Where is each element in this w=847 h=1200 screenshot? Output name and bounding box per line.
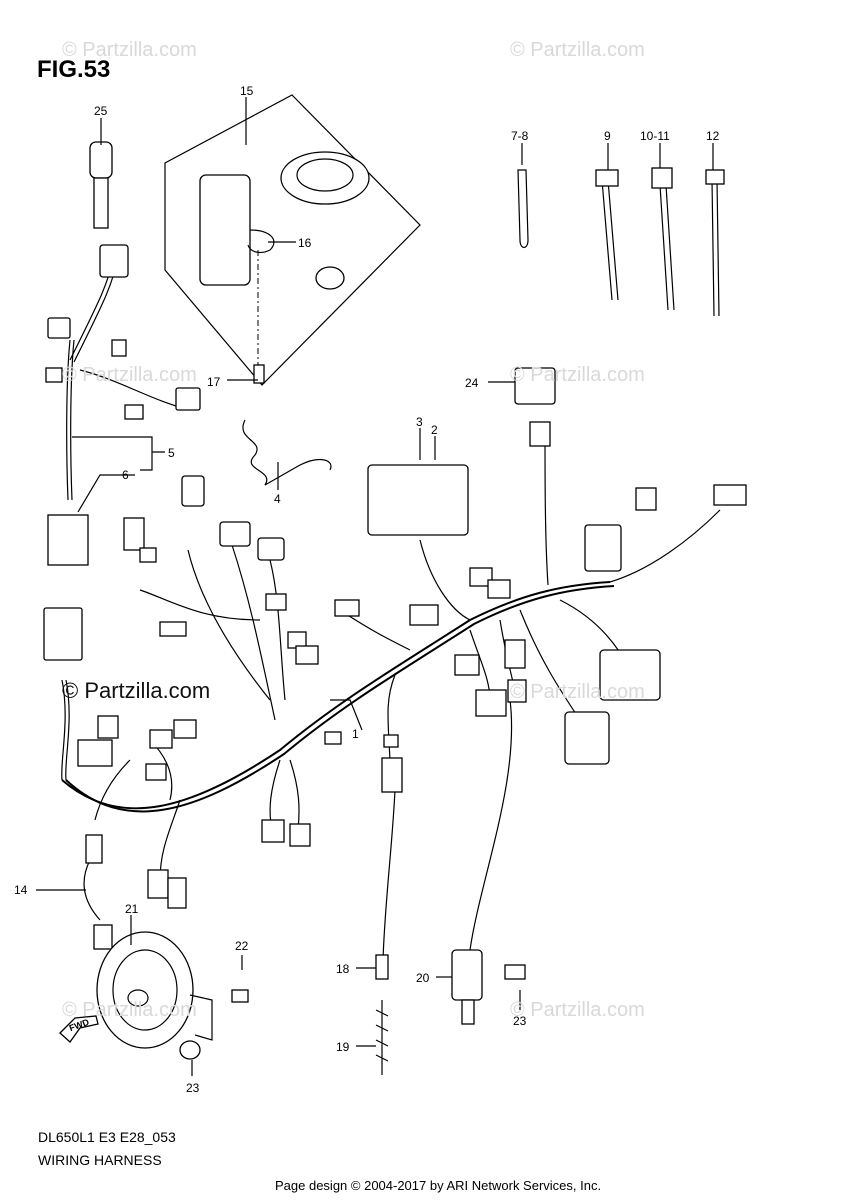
- callout-25: 25: [94, 104, 108, 118]
- connectors: [43, 244, 747, 950]
- watermark: © Partzilla.com: [62, 39, 197, 61]
- callout-3: 3: [416, 415, 423, 429]
- sensors: [375, 949, 526, 1075]
- callout-22: 22: [235, 939, 249, 953]
- callout-20: 23: [513, 1014, 527, 1028]
- callout-12: 12: [706, 129, 720, 143]
- page-credit: Page design © 2004-2017 by ARI Network S…: [275, 1178, 602, 1193]
- horn: [96, 931, 249, 1060]
- cable-ties: [517, 167, 725, 317]
- figure-title: FIG.53: [37, 56, 111, 83]
- callout-10-11: 10-11: [640, 129, 670, 143]
- callout-14: 15: [240, 84, 254, 98]
- callout-16: 17: [207, 375, 221, 389]
- callout-1: 1: [352, 727, 359, 741]
- spring-clip-4: [242, 419, 332, 486]
- callout-13: 14: [14, 883, 28, 897]
- callout-21: 21: [125, 902, 139, 916]
- callout-6: 6: [122, 468, 129, 482]
- model-code: DL650L1 E3 E28_053: [38, 1129, 176, 1145]
- watermark: © Partzilla.com: [510, 39, 645, 61]
- main-harness: [61, 249, 721, 961]
- ignition-kit-frame: [164, 94, 421, 386]
- fwd-arrow-icon: [59, 1015, 99, 1043]
- callout-24: 24: [465, 376, 479, 390]
- callout-5: 5: [168, 446, 175, 460]
- watermark: © Partzilla.com: [62, 999, 197, 1021]
- callout-2: 2: [431, 423, 438, 437]
- callout-15: 16: [298, 236, 312, 250]
- callout-19: 20: [416, 971, 430, 985]
- watermark: © Partzilla.com: [510, 999, 645, 1021]
- figure-name: WIRING HARNESS: [38, 1152, 162, 1168]
- watermark-dark: © Partzilla.com: [62, 678, 211, 703]
- watermark: © Partzilla.com: [62, 364, 197, 386]
- callout-18: 19: [336, 1040, 350, 1054]
- watermark: © Partzilla.com: [510, 681, 645, 703]
- callout-17: 18: [336, 962, 350, 976]
- leader-lines: [36, 97, 714, 1076]
- watermark: © Partzilla.com: [510, 364, 645, 386]
- callout-9: 9: [604, 129, 611, 143]
- callout-4: 4: [274, 492, 281, 506]
- callout-23: 23: [186, 1081, 200, 1095]
- callout-7-8: 7-8: [511, 129, 529, 143]
- ignition-parts: [89, 141, 370, 384]
